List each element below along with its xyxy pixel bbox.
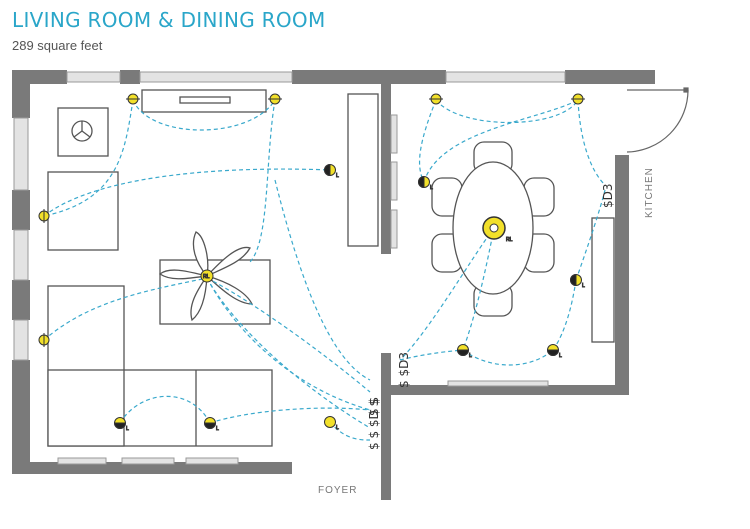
fixtures: L L L L L L L L [38,93,586,433]
page-subtitle: 289 square feet [12,38,103,53]
wall-sconce [38,209,50,223]
switch-dining-wall: $D3 [601,183,615,208]
lamp-fixture: L [203,417,220,433]
switch-dining-peninsula: $ $D3 [397,352,411,388]
buffet [591,217,615,343]
wall-sconce [429,93,443,105]
svg-text:L: L [582,283,585,289]
armchair [47,171,119,251]
svg-text:RL: RL [203,274,210,280]
wall-sconce [268,93,282,105]
bookshelf [347,93,379,247]
svg-text:L: L [336,425,339,431]
kitchen-door [626,87,689,153]
switch-living-top: $ $ [367,397,381,416]
lamp-fixture: L [324,416,340,432]
walls [12,70,655,500]
svg-text:RL: RL [506,237,513,243]
lamp-fixture: L [418,175,434,192]
sofa-base [47,369,273,447]
room-label-foyer: FOYER [318,485,357,496]
pendant-light: RL [482,216,513,244]
room-label-kitchen: KITCHEN [644,167,655,218]
svg-text:L: L [430,185,433,191]
lamp-fixture: L [324,163,340,180]
svg-text:L: L [216,426,219,432]
switch-living-mid: $ $ $D $ [367,399,381,450]
switches: $D3 $ $D3 $ $ $ $ $D $ [367,183,615,450]
svg-text:L: L [336,173,339,179]
lamp-fixture: L [570,273,586,290]
wall-sconce [571,93,585,105]
lamp-fixture: L [113,417,130,433]
wall-sconce [126,93,140,105]
svg-text:L: L [559,353,562,359]
ceiling-fan [158,231,254,322]
page-title: LIVING ROOM & DINING ROOM [12,8,326,32]
fan-light: RL [200,269,214,283]
lamp-fixture: L [456,344,473,360]
svg-text:L: L [469,353,472,359]
wall-sconce [38,333,50,347]
lamp-fixture: L [546,344,563,360]
svg-text:L: L [126,426,129,432]
